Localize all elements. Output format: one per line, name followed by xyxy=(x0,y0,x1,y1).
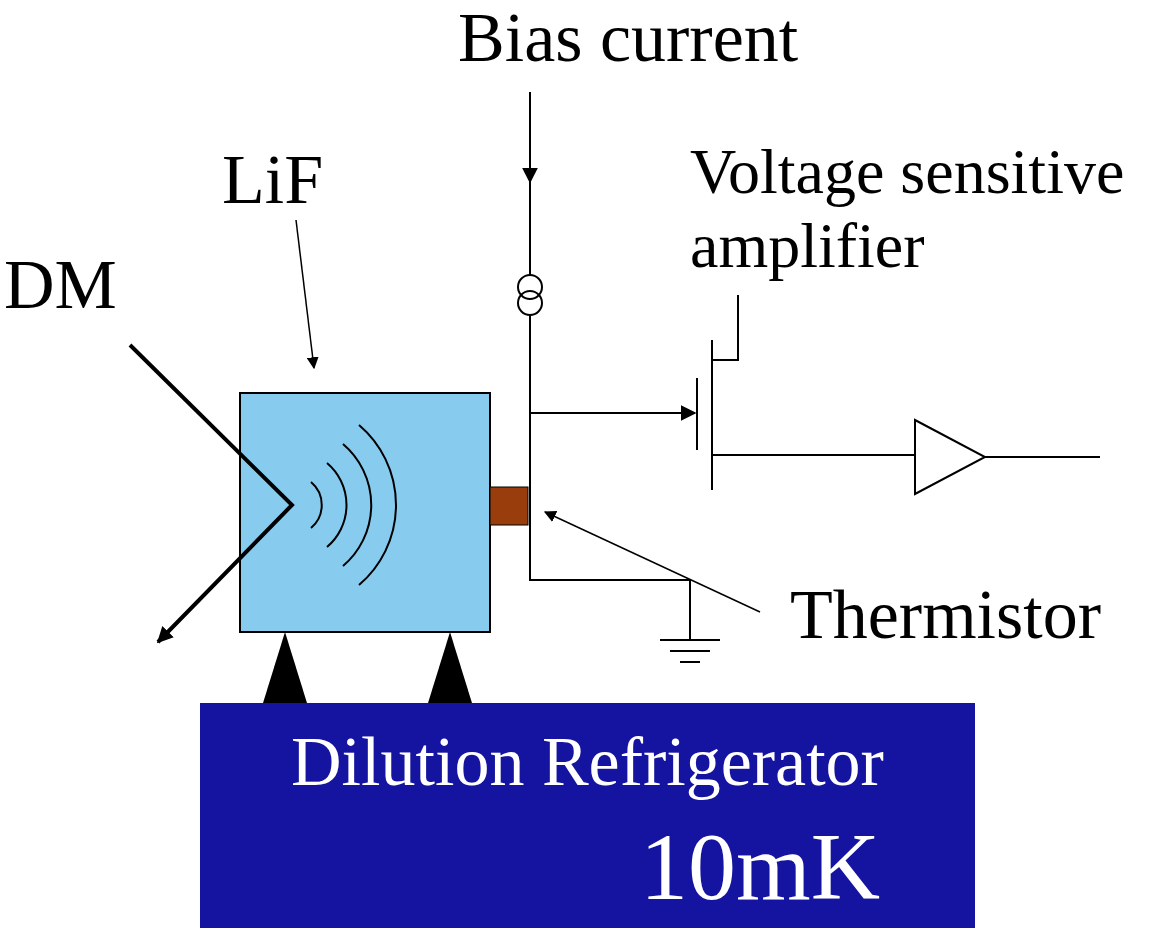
signal-label: Bias current xyxy=(458,0,818,79)
temperature-value: 10mK xyxy=(200,800,975,920)
thermistor-symbol xyxy=(490,487,528,525)
leader-line xyxy=(296,220,314,368)
support-foot xyxy=(428,632,472,703)
support-foot xyxy=(263,632,307,703)
part-label: LiF xyxy=(222,140,352,221)
particle-label: DM xyxy=(4,245,134,326)
phonon-waves xyxy=(311,425,396,585)
component-label: Voltage sensitive amplifier xyxy=(690,135,1145,282)
box-title: Dilution Refrigerator xyxy=(200,703,975,800)
leader-line xyxy=(545,512,760,612)
refrigerator-box: Dilution Refrigerator10mK xyxy=(200,703,975,928)
part-label: Thermistor xyxy=(790,575,1140,656)
dm-track xyxy=(130,345,292,642)
lif-crystal xyxy=(240,393,490,632)
